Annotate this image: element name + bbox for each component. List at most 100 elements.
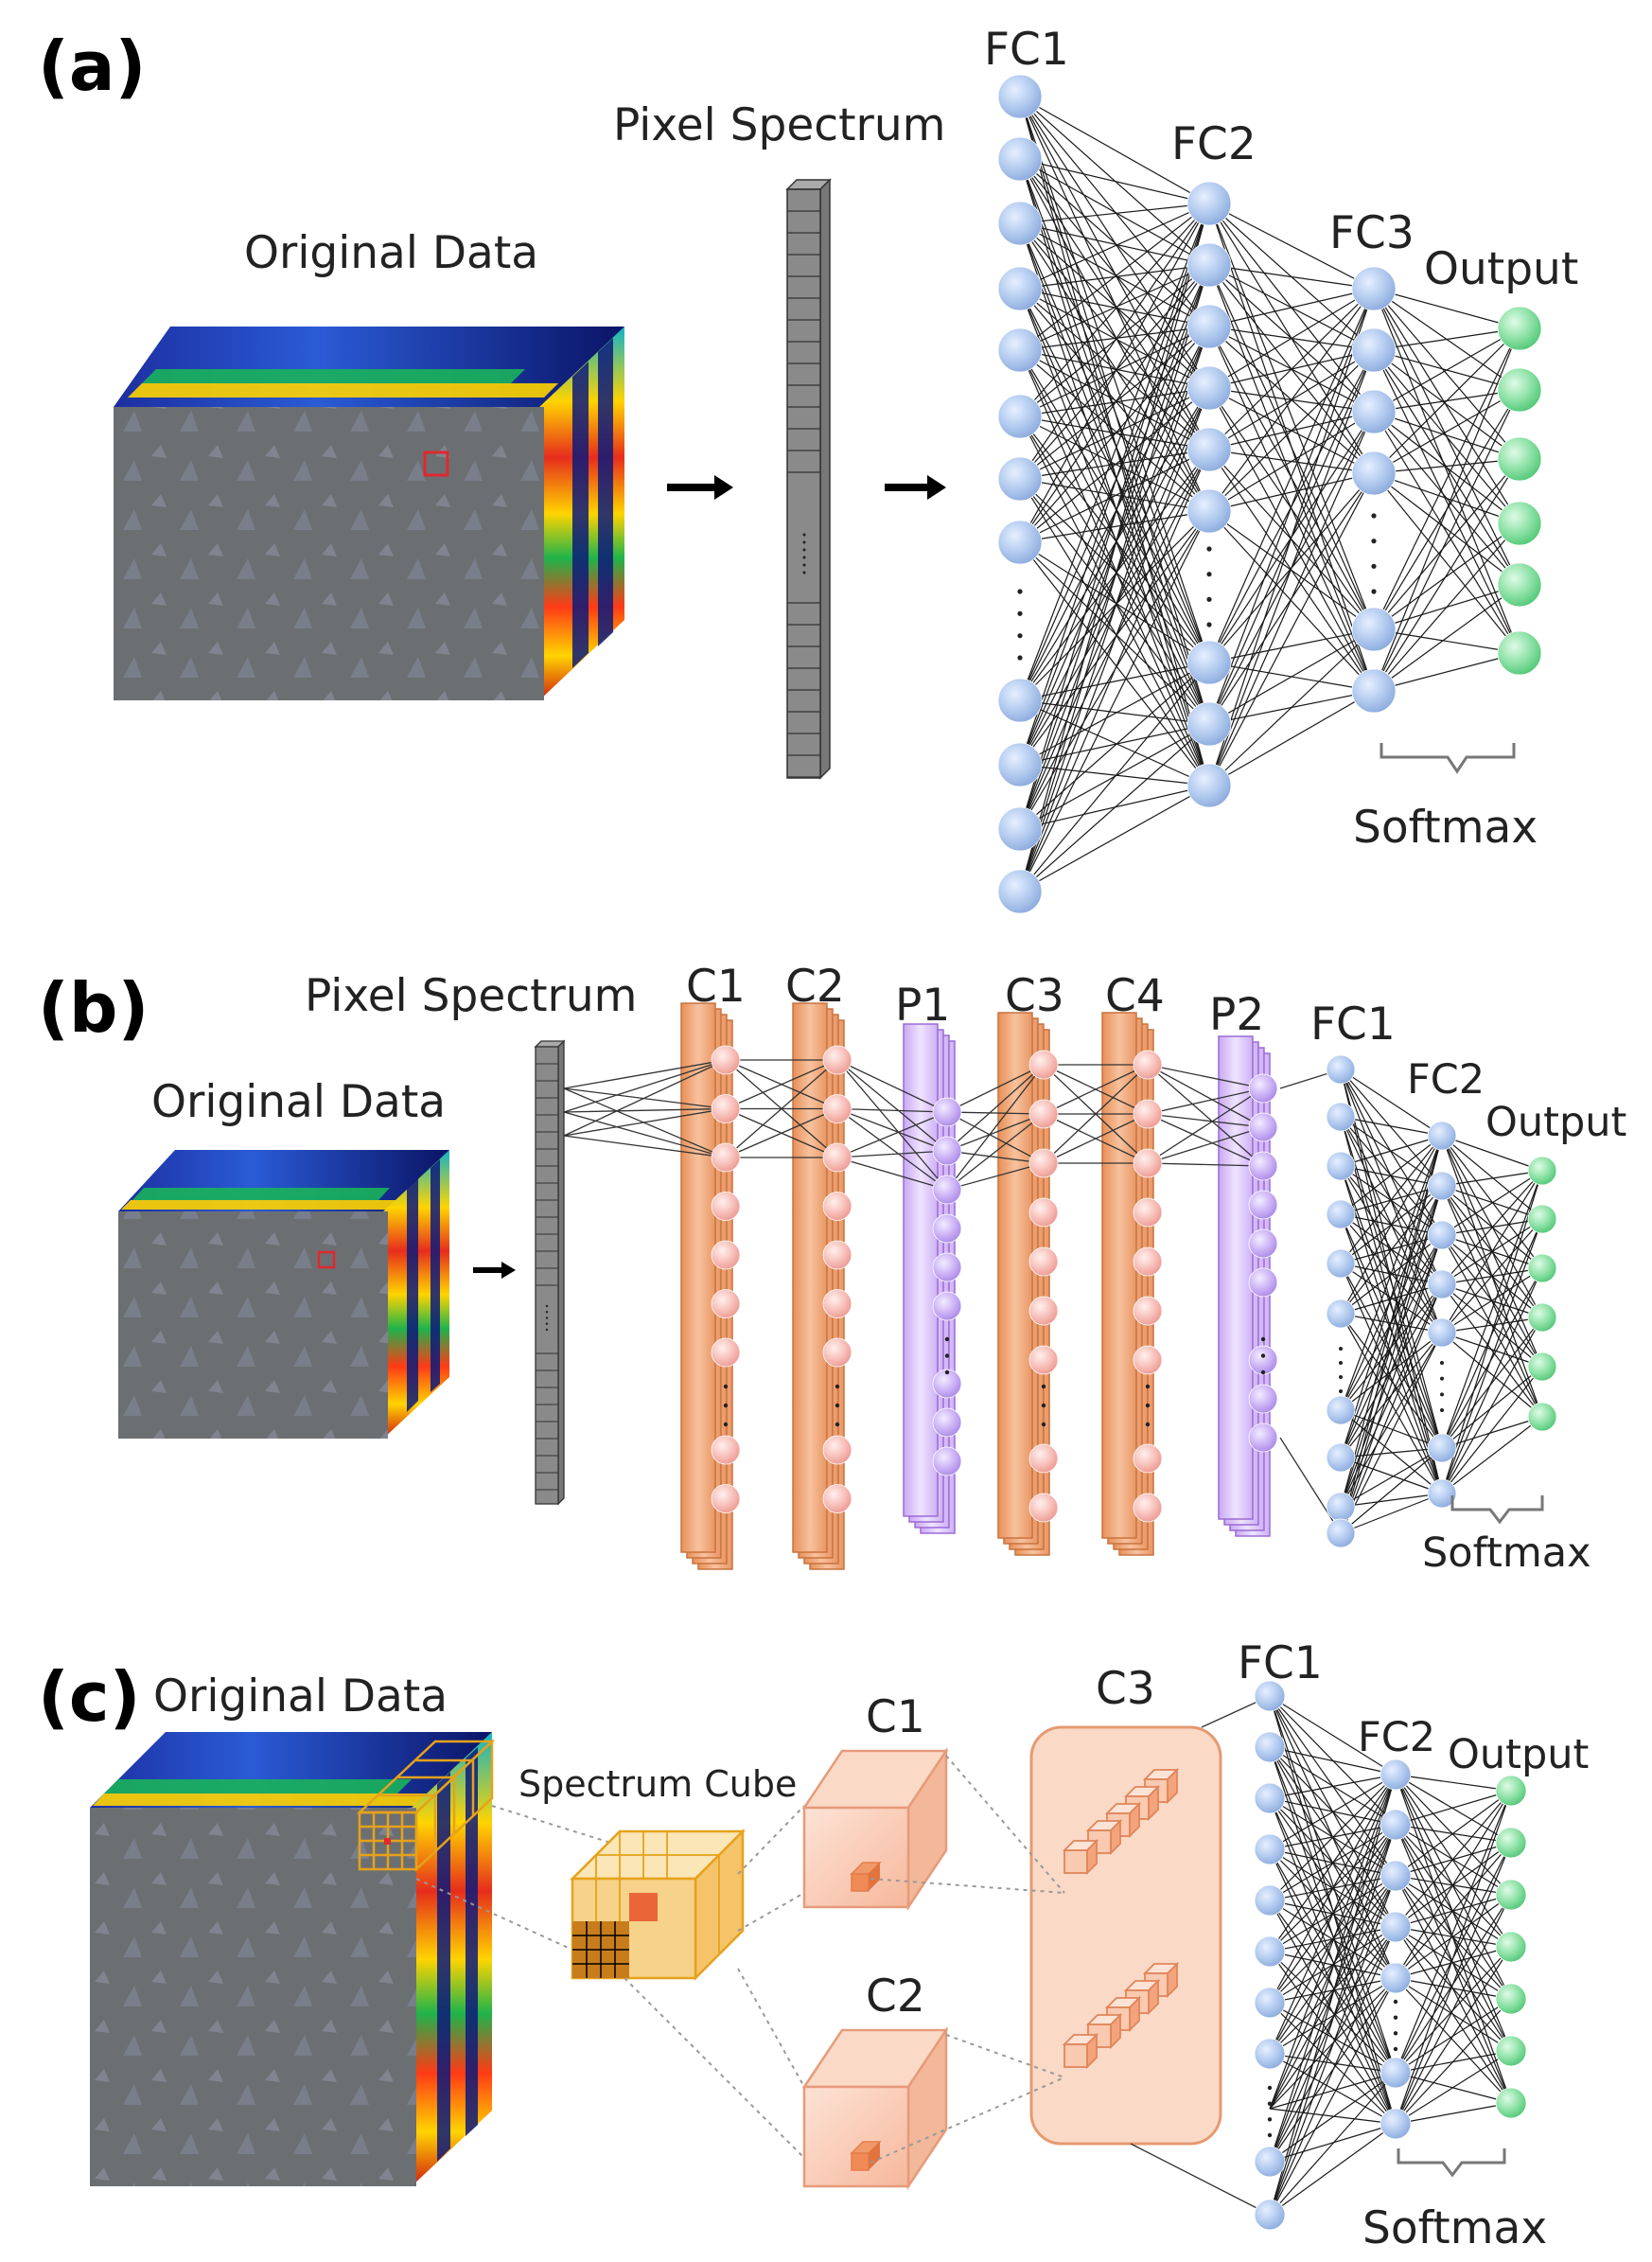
fc3-node	[1351, 668, 1397, 714]
output-node	[1527, 1253, 1557, 1283]
pool-node	[932, 1369, 962, 1399]
ellipsis-dot	[802, 548, 806, 552]
ellipsis-dot	[1145, 1384, 1151, 1389]
p1-label: P1	[895, 980, 950, 1032]
fc2-node	[1427, 1317, 1457, 1348]
conv-c1-block	[737, 1746, 949, 1932]
softmax-brace	[1397, 2148, 1506, 2178]
fc3-label: FC3	[1329, 207, 1415, 259]
conv-c3-block	[870, 1725, 1222, 2164]
ellipsis-dot	[723, 1384, 729, 1389]
ellipsis-dot	[1339, 1347, 1343, 1351]
fc2-fc3-connections	[1208, 203, 1375, 786]
c2-label: C2	[785, 961, 845, 1013]
fc1-node	[1254, 1935, 1286, 1968]
conv-c3-layer-sheet	[997, 1012, 1033, 1539]
conv-node	[1028, 1493, 1059, 1523]
feature-cube-front	[1063, 1849, 1088, 1874]
fc1-node	[1254, 2146, 1286, 2178]
pool-node	[932, 1097, 962, 1127]
conv-node	[822, 1142, 852, 1173]
conv-node	[1133, 1197, 1163, 1228]
ellipsis-dot	[1267, 2101, 1273, 2106]
c1-label: C1	[686, 961, 746, 1013]
fc1-label: FC1	[984, 24, 1069, 76]
ellipsis-dot	[1393, 1999, 1398, 2005]
ellipsis-dot	[1267, 2132, 1273, 2138]
ellipsis-dot	[944, 1336, 950, 1342]
fc2-node	[1380, 2108, 1412, 2140]
conv-node	[1028, 1246, 1059, 1277]
ellipsis-dot	[1260, 1353, 1266, 1358]
fc2-node	[1186, 640, 1232, 685]
conv-c4-layer	[1101, 1012, 1154, 1556]
conv-node	[1028, 1197, 1059, 1228]
conv-node	[1133, 1050, 1163, 1080]
conv-node	[1133, 1493, 1163, 1523]
softmax-label: Softmax	[1362, 2202, 1547, 2254]
fc2-node	[1380, 1911, 1412, 1943]
c3-fc1-connection	[1130, 2143, 1271, 2216]
conv-node	[711, 1045, 741, 1075]
ellipsis-dot	[835, 1422, 840, 1427]
fc1-node	[997, 201, 1043, 246]
cnn-1d-network	[563, 1002, 1557, 1570]
conv-c2-block	[624, 1968, 949, 2191]
fc1-node	[997, 266, 1043, 311]
c4-label: C4	[1105, 970, 1165, 1022]
fc2-node	[1186, 763, 1232, 808]
fc1-node	[1254, 1833, 1286, 1865]
spectrum-side	[557, 1039, 565, 1506]
conv-node	[1133, 1246, 1163, 1277]
ellipsis-dot	[1145, 1422, 1151, 1427]
fc1-node	[1254, 2199, 1286, 2231]
original-data-label: Original Data	[151, 1076, 446, 1128]
panel-c-tag: (c)	[38, 1657, 141, 1737]
fc1-node	[997, 742, 1043, 787]
fc1-node	[997, 869, 1043, 914]
ellipsis-dot	[1017, 589, 1023, 594]
ellipsis-dot	[545, 1322, 549, 1325]
fc1-fc2-connections	[1019, 96, 1210, 892]
ellipsis-dot	[1371, 563, 1377, 569]
fc2-node	[1186, 701, 1232, 747]
output-node	[1497, 562, 1542, 608]
p2-fc1-connection	[1279, 1437, 1342, 1534]
output-node	[1497, 306, 1542, 351]
c3-label: C3	[1096, 1663, 1155, 1715]
fc-connections	[1340, 1069, 1543, 1534]
output-node	[1497, 367, 1542, 413]
pixel-spectrum-bar	[534, 1039, 566, 1506]
ellipsis-dot	[835, 1403, 840, 1408]
output-node	[1527, 1302, 1557, 1333]
ellipsis-dot	[1267, 2085, 1273, 2091]
output-node	[1495, 1827, 1527, 1859]
pool-node	[1248, 1228, 1278, 1259]
conv-node	[1028, 1345, 1059, 1375]
output-node	[1497, 630, 1542, 676]
fc1-node	[1254, 1782, 1286, 1814]
conv-node	[822, 1435, 852, 1465]
conv-node	[822, 1192, 852, 1221]
pool-node	[1248, 1267, 1278, 1298]
ellipsis-dot	[1440, 1376, 1444, 1381]
softmax-label: Softmax	[1353, 802, 1538, 854]
fc3-node	[1351, 327, 1397, 373]
output-label: Output	[1424, 243, 1578, 295]
ellipsis-dot	[944, 1353, 950, 1358]
fc2-label: FC2	[1358, 1714, 1435, 1761]
output-label: Output	[1448, 1731, 1589, 1778]
ellipsis-dot	[1017, 610, 1023, 616]
pool-node	[932, 1213, 962, 1244]
fc1-node	[997, 806, 1043, 852]
fc3-node	[1351, 389, 1397, 434]
fc1-node	[1326, 1299, 1356, 1329]
conv-node	[711, 1337, 741, 1368]
fc2-node	[1186, 427, 1232, 472]
fc2-label: FC2	[1171, 118, 1257, 170]
output-node	[1527, 1156, 1557, 1186]
fc1-node	[997, 74, 1043, 119]
c1-label: C1	[866, 1691, 925, 1743]
conv-node	[1028, 1296, 1059, 1326]
pool-node	[1248, 1190, 1278, 1220]
